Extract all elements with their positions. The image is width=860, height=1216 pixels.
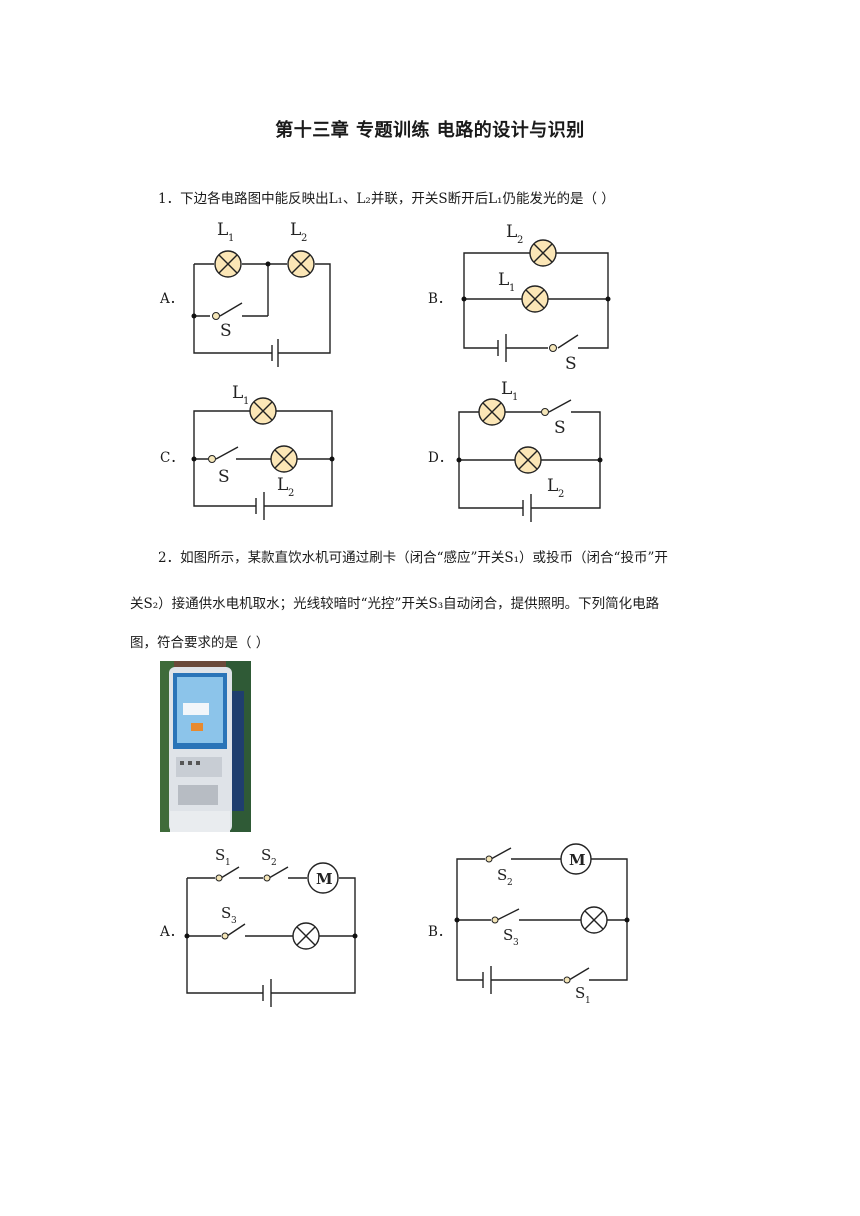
question-1-text: 1．下边各电路图中能反映出L₁、L₂并联，开关S断开后L₁仍能发光的是（ ） (158, 191, 615, 207)
svg-text:S: S (220, 321, 232, 341)
svg-text:S: S (497, 866, 507, 884)
lamp-icon (580, 906, 608, 934)
switch-icon (263, 874, 271, 882)
svg-text:L: L (498, 270, 509, 290)
page-title: 第十三章 专题训练 电路的设计与识别 (275, 120, 585, 141)
switch-icon (541, 408, 549, 416)
lamp-icon (521, 285, 549, 313)
svg-text:L: L (217, 220, 228, 240)
question-2-line-3: 图，符合要求的是（ ） (130, 635, 270, 651)
svg-text:L: L (547, 476, 558, 496)
svg-text:1: 1 (243, 396, 249, 407)
svg-text:1: 1 (509, 283, 515, 294)
svg-text:2: 2 (301, 233, 307, 244)
switch-icon (215, 874, 223, 882)
svg-text:S: S (575, 984, 585, 1002)
lamp-icon (478, 398, 506, 426)
q1-option-b-label[interactable]: B． (428, 291, 452, 307)
svg-text:L: L (232, 383, 243, 403)
switch-icon (563, 976, 571, 984)
svg-text:2: 2 (517, 235, 523, 246)
switch-icon (549, 344, 557, 352)
motor-icon: M (560, 843, 592, 875)
lamp-icon (514, 446, 542, 474)
svg-text:2: 2 (507, 878, 513, 888)
q1-option-d-label[interactable]: D． (428, 450, 453, 466)
motor-icon: M (307, 862, 339, 894)
svg-text:3: 3 (231, 916, 237, 926)
switch-icon (221, 932, 229, 940)
svg-text:M: M (316, 870, 333, 888)
svg-text:M: M (569, 851, 586, 869)
svg-text:3: 3 (513, 938, 519, 948)
switch-icon (491, 916, 499, 924)
lamp-icon (270, 445, 298, 473)
question-2-line-2: 关S₂）接通供水电机取水；光线较暗时“光控”开关S₃自动闭合，提供照明。下列简化… (130, 596, 660, 612)
switch-icon (208, 455, 216, 463)
lamp-icon (287, 250, 315, 278)
q2-option-a-label[interactable]: A． (160, 924, 184, 940)
lamp-icon (214, 250, 242, 278)
question-2-line-1: 2．如图所示，某款直饮水机可通过刷卡（闭合“感应”开关S₁）或投币（闭合“投币”… (158, 550, 668, 566)
svg-text:S: S (503, 926, 513, 944)
switch-icon (485, 855, 493, 863)
svg-text:L: L (501, 379, 512, 399)
svg-text:1: 1 (585, 996, 591, 1006)
svg-text:1: 1 (228, 233, 234, 244)
lamp-icon (249, 397, 277, 425)
lamp-icon (529, 239, 557, 267)
svg-text:2: 2 (271, 858, 277, 868)
svg-text:S: S (221, 904, 231, 922)
q1-option-a-label[interactable]: A． (160, 291, 184, 307)
q1-option-c-label[interactable]: C． (160, 450, 184, 466)
svg-text:2: 2 (558, 489, 564, 500)
svg-text:S: S (261, 846, 271, 864)
svg-text:2: 2 (288, 488, 294, 499)
svg-text:S: S (215, 846, 225, 864)
lamp-icon (292, 922, 320, 950)
svg-text:1: 1 (225, 858, 231, 868)
svg-text:L: L (277, 475, 288, 495)
svg-text:1: 1 (512, 392, 518, 403)
water-dispenser-photo (160, 661, 251, 832)
q2-option-b-label[interactable]: B． (428, 924, 452, 940)
switch-icon (212, 312, 220, 320)
svg-text:S: S (565, 354, 577, 374)
svg-text:L: L (290, 220, 301, 240)
svg-text:L: L (506, 222, 517, 242)
svg-text:S: S (554, 418, 566, 438)
svg-text:S: S (218, 467, 230, 487)
